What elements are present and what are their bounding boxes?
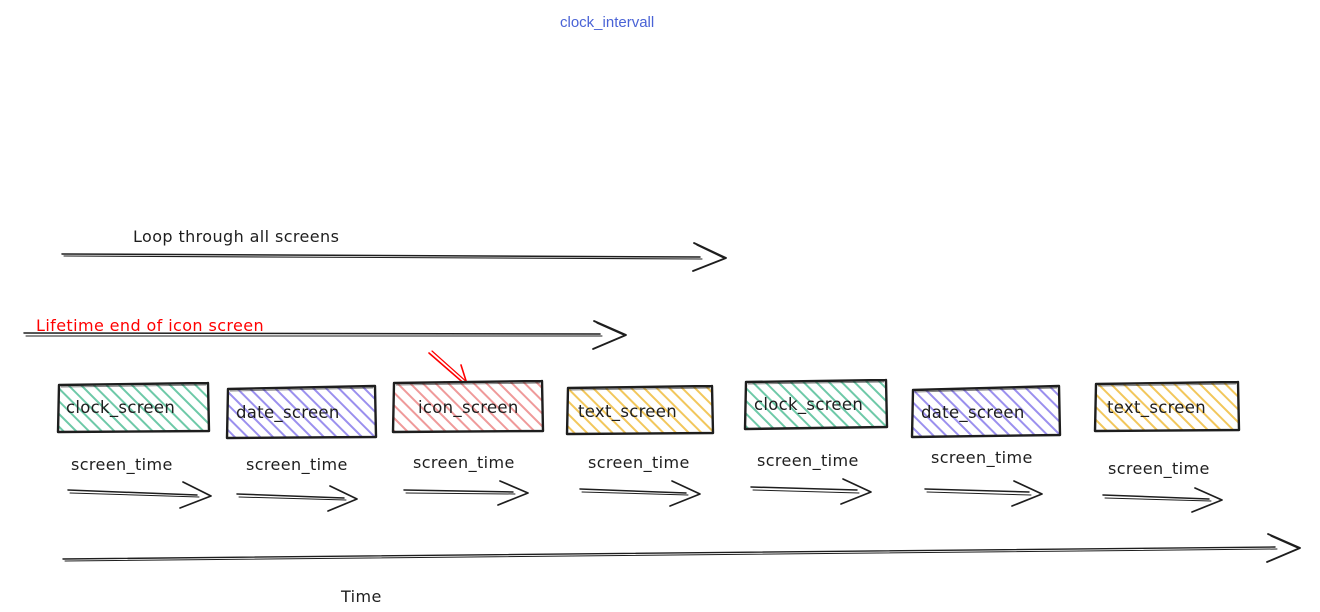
loop-through-all-screens-arrow — [61, 242, 727, 272]
screen-time-label: screen_time — [71, 455, 173, 475]
screen-box-label: clock_screen — [754, 395, 863, 415]
screen-time-arrow-6 — [924, 480, 1043, 507]
screen-time-arrow-3 — [403, 480, 529, 506]
screen-time-label: screen_time — [413, 453, 515, 473]
screen-time-arrow-7 — [1102, 487, 1223, 513]
screen-time-label: screen_time — [1108, 459, 1210, 479]
screen-box-text-screen-2[interactable]: text_screen — [1093, 380, 1241, 433]
screen-time-label: screen_time — [757, 451, 859, 471]
screen-time-arrow-5 — [750, 478, 872, 505]
screen-box-label: text_screen — [578, 402, 677, 422]
loop-arrow-label: Loop through all screens — [133, 227, 339, 246]
screen-box-icon-screen[interactable]: icon_screen — [391, 379, 545, 434]
screen-box-label: text_screen — [1107, 398, 1206, 418]
screen-box-clock-screen-2[interactable]: clock_screen — [743, 378, 889, 431]
screen-box-label: date_screen — [921, 403, 1025, 423]
screen-time-label: screen_time — [588, 453, 690, 473]
screen-box-label: icon_screen — [418, 398, 519, 418]
time-axis-arrow — [62, 533, 1301, 563]
screen-box-label: clock_screen — [66, 398, 175, 418]
screen-time-arrow-4 — [579, 480, 701, 507]
screen-time-arrow-1 — [67, 481, 212, 509]
screen-time-label: screen_time — [246, 455, 348, 475]
screen-box-date-screen-2[interactable]: date_screen — [910, 384, 1062, 439]
lifetime-arrow-label: Lifetime end of icon screen — [36, 316, 264, 335]
time-axis-label: Time — [340, 587, 382, 606]
page-title: clock_intervall — [560, 14, 654, 31]
screen-box-label: date_screen — [236, 403, 340, 423]
lifetime-end-of-icon-screen-arrow — [23, 320, 627, 350]
screen-box-date-screen-1[interactable]: date_screen — [225, 384, 378, 440]
screen-time-label: screen_time — [931, 448, 1033, 468]
screen-box-text-screen-1[interactable]: text_screen — [565, 384, 715, 436]
screen-time-arrow-2 — [236, 485, 358, 512]
screen-box-clock-screen-1[interactable]: clock_screen — [56, 381, 211, 434]
